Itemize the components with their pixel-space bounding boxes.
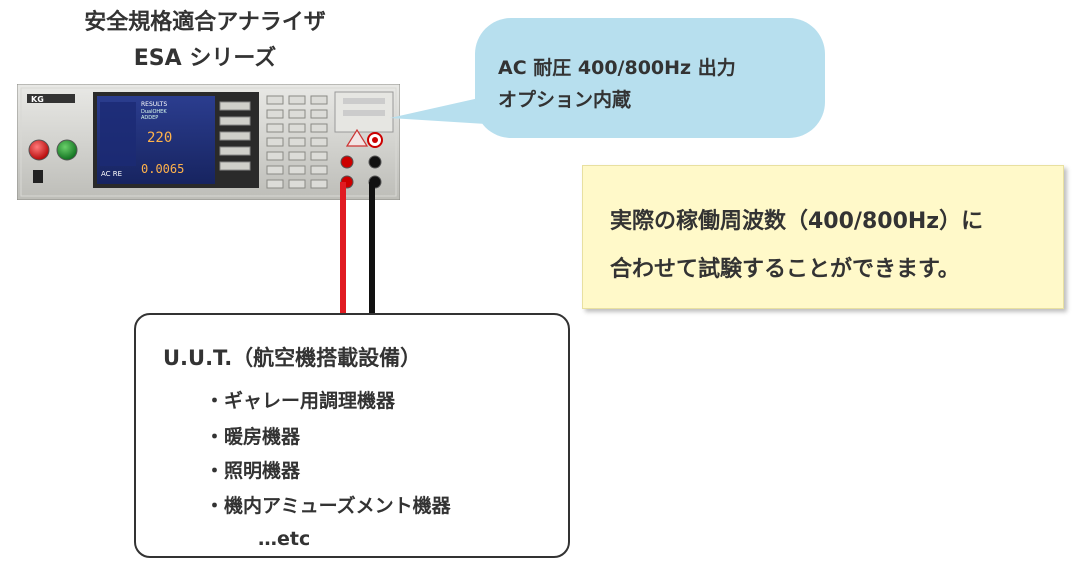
uut-item-heating: ・暖房機器 — [205, 426, 301, 448]
svg-text:RESULTS: RESULTS — [141, 101, 167, 108]
title-line-2: ESA シリーズ — [133, 46, 277, 71]
svg-text:ADDEP: ADDEP — [141, 115, 158, 121]
red-cable — [340, 182, 346, 314]
callout-text: AC 耐圧 400/800Hz 出力 オプション内蔵 — [498, 52, 736, 116]
red-terminal-1 — [340, 155, 354, 169]
title-line-1: 安全規格適合アナライザ — [84, 10, 326, 35]
uut-etc: …etc — [258, 528, 311, 550]
black-terminal-1 — [368, 155, 382, 169]
esa-analyzer-device: KG RESULTS DualOHEK ADDEP 220 0.0065 AC … — [17, 84, 400, 200]
uut-title: U.U.T.（航空機搭載設備） — [163, 346, 422, 370]
uut-box — [134, 313, 570, 558]
uut-item-lighting: ・照明機器 — [205, 460, 301, 482]
svg-text:0.0065: 0.0065 — [141, 162, 184, 176]
svg-text:AC RE: AC RE — [101, 170, 122, 178]
uut-item-galley: ・ギャレー用調理機器 — [205, 390, 396, 412]
start-button-green — [56, 139, 78, 161]
svg-text:KG: KG — [31, 95, 44, 104]
info-note — [582, 165, 1064, 309]
power-switch — [33, 170, 43, 183]
brand-logo — [27, 94, 75, 103]
stop-button-red — [28, 139, 50, 161]
black-cable — [369, 182, 375, 314]
callout-bubble — [475, 18, 825, 138]
note-line-1: 実際の稼働周波数（400/800Hz）に — [610, 209, 984, 234]
note-line-2: 合わせて試験することができます。 — [610, 257, 960, 282]
callout-line-1: AC 耐圧 400/800Hz 出力 — [498, 57, 736, 79]
svg-text:DualOHEK: DualOHEK — [141, 109, 167, 115]
callout-line-2: オプション内蔵 — [498, 89, 632, 111]
svg-text:220: 220 — [147, 130, 172, 146]
warning-icon — [345, 128, 369, 147]
uut-item-entertainment: ・機内アミューズメント機器 — [205, 495, 451, 517]
